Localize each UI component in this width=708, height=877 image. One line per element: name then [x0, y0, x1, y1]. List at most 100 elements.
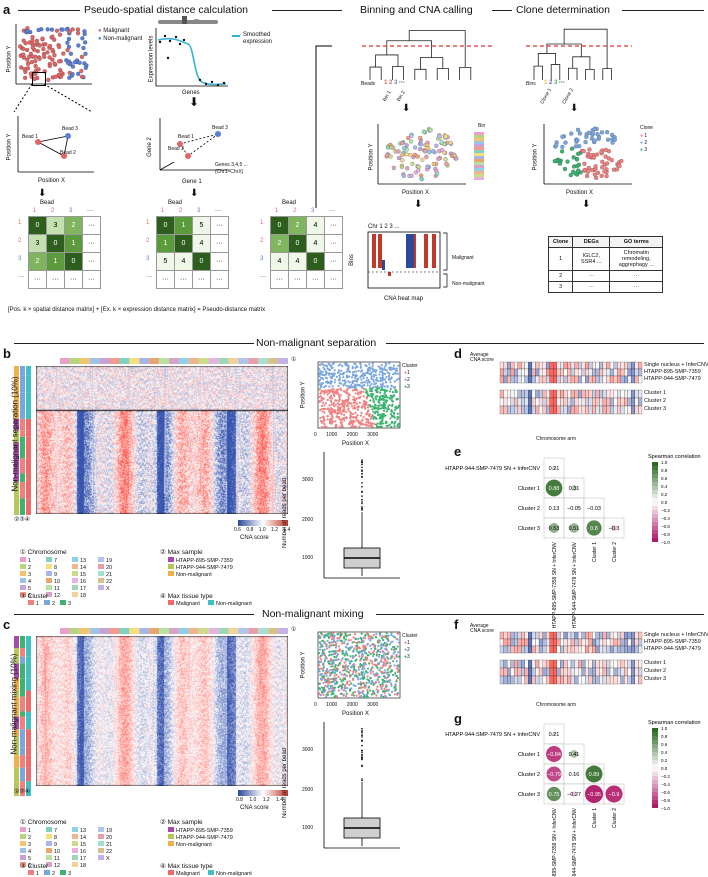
bead-point [378, 397, 381, 400]
arm-cell [609, 675, 614, 685]
cluster-track-segment [20, 458, 25, 474]
tissue-track-segment [26, 716, 31, 730]
bead-point [439, 140, 444, 145]
corr-circle [546, 766, 562, 782]
bead-point [383, 636, 387, 639]
bead-point [345, 670, 348, 673]
bead-point [391, 673, 395, 676]
arm-cell [613, 405, 618, 415]
divider [14, 343, 254, 344]
bead-point [397, 155, 402, 161]
bead-point [385, 410, 388, 413]
bead-point [386, 371, 389, 374]
dendrogram-branch [436, 68, 449, 80]
arm-cell [577, 667, 582, 677]
matrix-cell: 4 [174, 252, 193, 271]
bead-point [397, 377, 400, 380]
arm-cell [503, 645, 508, 654]
bead-point [395, 647, 398, 651]
bin-color-swatch [474, 141, 484, 144]
arm-cell [517, 645, 522, 654]
bead-point [339, 363, 342, 366]
arm-cell [546, 397, 550, 407]
bead-point [328, 632, 331, 635]
bead-point [333, 655, 336, 659]
bead-point [319, 646, 322, 649]
arm-cell [531, 389, 536, 399]
arm-cell [546, 375, 550, 384]
zoom-lines [13, 83, 93, 113]
bead-point [367, 409, 370, 412]
bead-point [380, 404, 383, 407]
bead-point [361, 381, 365, 384]
arm-cell [634, 368, 639, 377]
boxplot-y-label: Number of reads per bead [282, 747, 289, 819]
matrix-cell: ··· [46, 270, 65, 289]
bead-point [358, 673, 361, 676]
bead-point [409, 173, 414, 178]
bead-point [332, 677, 336, 680]
arm-cell [528, 638, 533, 647]
arm-cell [627, 368, 632, 377]
bead-point [562, 166, 568, 172]
bead-point [372, 380, 375, 383]
matrix-cell: 0 [156, 216, 175, 235]
arm-cell [538, 638, 543, 647]
bead-point [351, 371, 354, 374]
arm-cell [592, 389, 596, 399]
matrix-cell: 1 [64, 234, 83, 253]
bead-point [368, 366, 371, 369]
arm-cell [613, 397, 618, 407]
bead-point [332, 668, 335, 671]
arm-cell [624, 675, 628, 685]
smoothed-legend-swatch [232, 35, 240, 37]
bead-point [388, 693, 391, 696]
bead-point [368, 662, 371, 665]
bead-point [396, 632, 399, 635]
bead-point [352, 694, 356, 697]
arm-cell [528, 659, 533, 669]
legend-swatch [652, 760, 658, 764]
arm-cell [506, 638, 511, 647]
bead-point [343, 661, 346, 664]
bead-point [349, 413, 352, 416]
chromosome-legend-item: 10 [46, 848, 60, 855]
legend-title-chromosome: ① Chromosome [20, 819, 67, 826]
bin-index-labels: 1 2 3 ··· [544, 80, 566, 86]
bead-point [336, 408, 339, 412]
panel-letter-f: f [454, 617, 459, 632]
arm-cell [517, 405, 522, 415]
bead-point [322, 693, 325, 696]
bead-point [385, 643, 389, 647]
arm-cell [613, 638, 618, 647]
matrix-cell: 1 [156, 234, 175, 253]
bead-distance-plot [17, 116, 94, 173]
arm-cell [514, 397, 518, 407]
genes-label: Genes 3,4,5 ... [215, 162, 248, 168]
legend-swatch [652, 490, 658, 494]
chromosome-legend-item: 21 [98, 841, 112, 848]
bead-point [341, 683, 345, 686]
bead-point [342, 637, 346, 640]
bin-color-swatch [474, 156, 484, 159]
bead-point [381, 681, 384, 684]
bead-point [341, 657, 344, 660]
bead-point [322, 364, 325, 367]
bead-point [333, 686, 336, 689]
tissue-track-segment [26, 436, 31, 443]
bead-point [396, 412, 399, 415]
legend-swatch [652, 768, 658, 772]
x-axis-label: Chromosome arm [536, 436, 577, 442]
arm-cell [567, 675, 572, 685]
bead-point [339, 425, 342, 428]
legend-tick: 0.0 [661, 766, 668, 771]
arm-cell [542, 645, 547, 654]
bead-point [559, 149, 565, 154]
col-index: 2 [51, 208, 55, 214]
bead-point [334, 423, 338, 426]
cna-colorbar-ticks: 0.8 1.0 1.2 1.4 [236, 797, 283, 803]
bead-point [363, 401, 367, 404]
bead-point [324, 685, 327, 688]
bead-point [332, 659, 335, 662]
bin-color-swatch [474, 165, 484, 168]
